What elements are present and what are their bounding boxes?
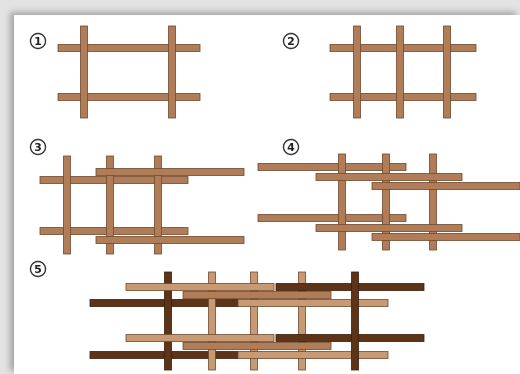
vertical-plank xyxy=(397,26,404,118)
vertical-plank xyxy=(354,26,361,118)
vertical-plank xyxy=(64,156,71,254)
horizontal-plank xyxy=(316,174,462,181)
lattice-step-4 xyxy=(258,154,520,250)
step-badge-5: 5 xyxy=(31,262,46,277)
lattice-step-3 xyxy=(40,156,244,254)
horizontal-plank xyxy=(183,292,331,299)
lattice-structures xyxy=(40,26,520,370)
horizontal-plank xyxy=(316,225,462,232)
horizontal-plank xyxy=(372,183,520,190)
step-badge-3: 3 xyxy=(31,140,46,155)
step-number: 2 xyxy=(287,35,295,48)
step-number: 3 xyxy=(34,141,42,154)
horizontal-plank xyxy=(96,237,244,244)
vertical-plank xyxy=(81,26,88,118)
horizontal-plank xyxy=(126,284,274,291)
lattice-step-5 xyxy=(90,272,424,370)
horizontal-plank xyxy=(238,352,388,359)
vertical-plank xyxy=(339,154,346,250)
horizontal-plank xyxy=(276,284,424,291)
horizontal-plank xyxy=(183,343,331,350)
horizontal-plank xyxy=(96,169,244,176)
step-number: 1 xyxy=(34,35,42,48)
vertical-plank xyxy=(169,26,176,118)
vertical-plank xyxy=(352,272,359,370)
horizontal-plank xyxy=(58,94,200,101)
horizontal-plank xyxy=(40,177,188,184)
vertical-plank xyxy=(444,26,451,118)
horizontal-plank xyxy=(276,335,424,342)
step-badge-1: 1 xyxy=(31,34,46,49)
lattice-step-1 xyxy=(58,26,200,118)
horizontal-plank xyxy=(40,228,188,235)
horizontal-plank xyxy=(58,45,200,52)
horizontal-plank xyxy=(238,300,388,307)
lattice-step-2 xyxy=(330,26,476,118)
horizontal-plank xyxy=(372,234,520,241)
step-number: 5 xyxy=(34,263,42,276)
step-badge-4: 4 xyxy=(284,140,299,155)
horizontal-plank xyxy=(126,335,274,342)
step-badge-2: 2 xyxy=(284,34,299,49)
step-number: 4 xyxy=(287,141,295,154)
